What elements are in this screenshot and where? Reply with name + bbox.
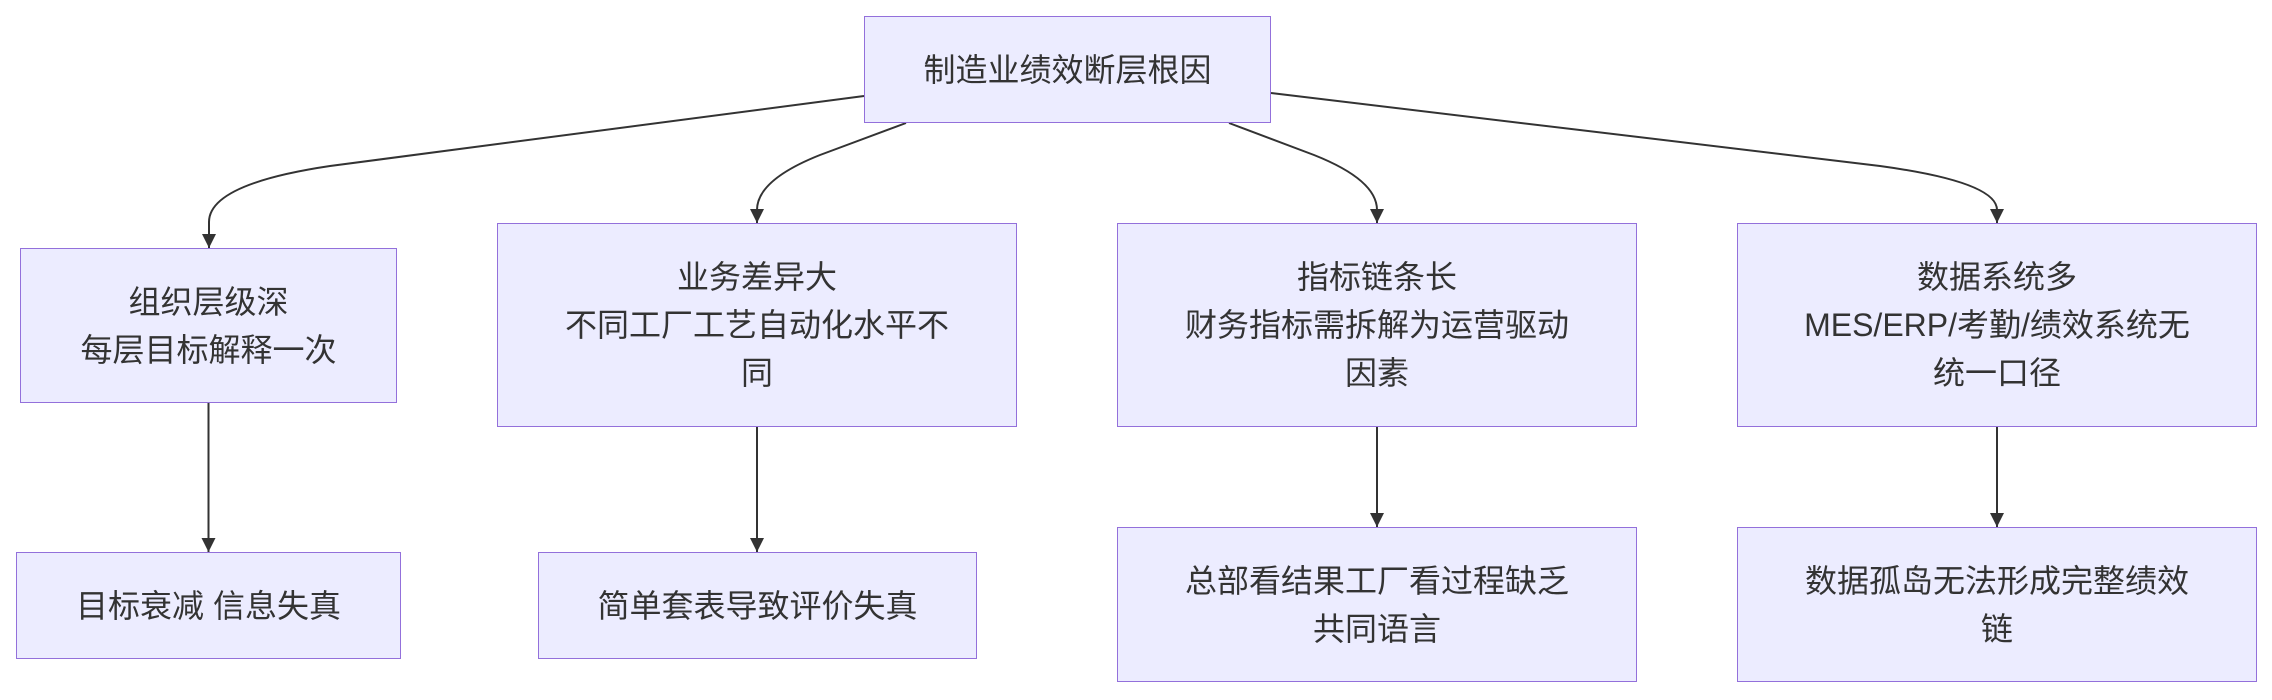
node-label-line: 同 <box>740 355 773 391</box>
edge-root-to-business-variance <box>750 122 907 223</box>
node-label-line: 共同语言 <box>1312 610 1441 647</box>
edge-root-to-metric-chain <box>1228 122 1384 223</box>
node-label-line: 数据系统多 <box>1916 259 2077 295</box>
node-label-line: 简单套表导致评价失真 <box>597 587 918 624</box>
node-label-line: 数据孤岛无法形成完整绩效 <box>1804 562 2189 599</box>
node-label-line: 目标衰减 信息失真 <box>76 587 341 624</box>
node-label-line: 业务差异大 <box>676 259 837 295</box>
node-label-line: 链 <box>1980 610 2013 647</box>
edge-root-to-data-systems <box>1270 92 2004 223</box>
cause-node-org-hierarchy: 组织层级深 每层目标解释一次 <box>20 248 397 403</box>
node-label-line: 每层目标解释一次 <box>80 331 337 368</box>
node-label-line: 财务指标需拆解为运营驱动 <box>1184 307 1569 343</box>
effect-node-data-silos: 数据孤岛无法形成完整绩效 链 <box>1737 527 2257 682</box>
effect-node-goal-decay: 目标衰减 信息失真 <box>16 552 401 659</box>
effect-node-evaluation-distortion: 简单套表导致评价失真 <box>538 552 977 659</box>
cause-node-metric-chain: 指标链条长 财务指标需拆解为运营驱动 因素 <box>1117 223 1637 427</box>
cause-node-data-systems: 数据系统多 MES/ERP/考勤/绩效系统无 统一口径 <box>1737 223 2257 427</box>
cause-node-business-variance: 业务差异大 不同工厂工艺自动化水平不 同 <box>497 223 1017 427</box>
node-label-line: 指标链条长 <box>1296 259 1457 295</box>
node-label-line: MES/ERP/考勤/绩效系统无 <box>1804 307 2190 343</box>
node-label-line: 不同工厂工艺自动化水平不 <box>564 307 949 343</box>
effect-node-common-language: 总部看结果工厂看过程缺乏 共同语言 <box>1117 527 1637 682</box>
node-label-line: 统一口径 <box>1932 355 2061 391</box>
node-label-line: 总部看结果工厂看过程缺乏 <box>1184 562 1569 599</box>
root-node: 制造业绩效断层根因 <box>864 16 1271 123</box>
node-label-line: 组织层级深 <box>128 283 289 320</box>
node-label-line: 制造业绩效断层根因 <box>923 51 1212 88</box>
edge-root-to-org-hierarchy <box>202 95 865 248</box>
node-label-line: 因素 <box>1344 355 1409 391</box>
